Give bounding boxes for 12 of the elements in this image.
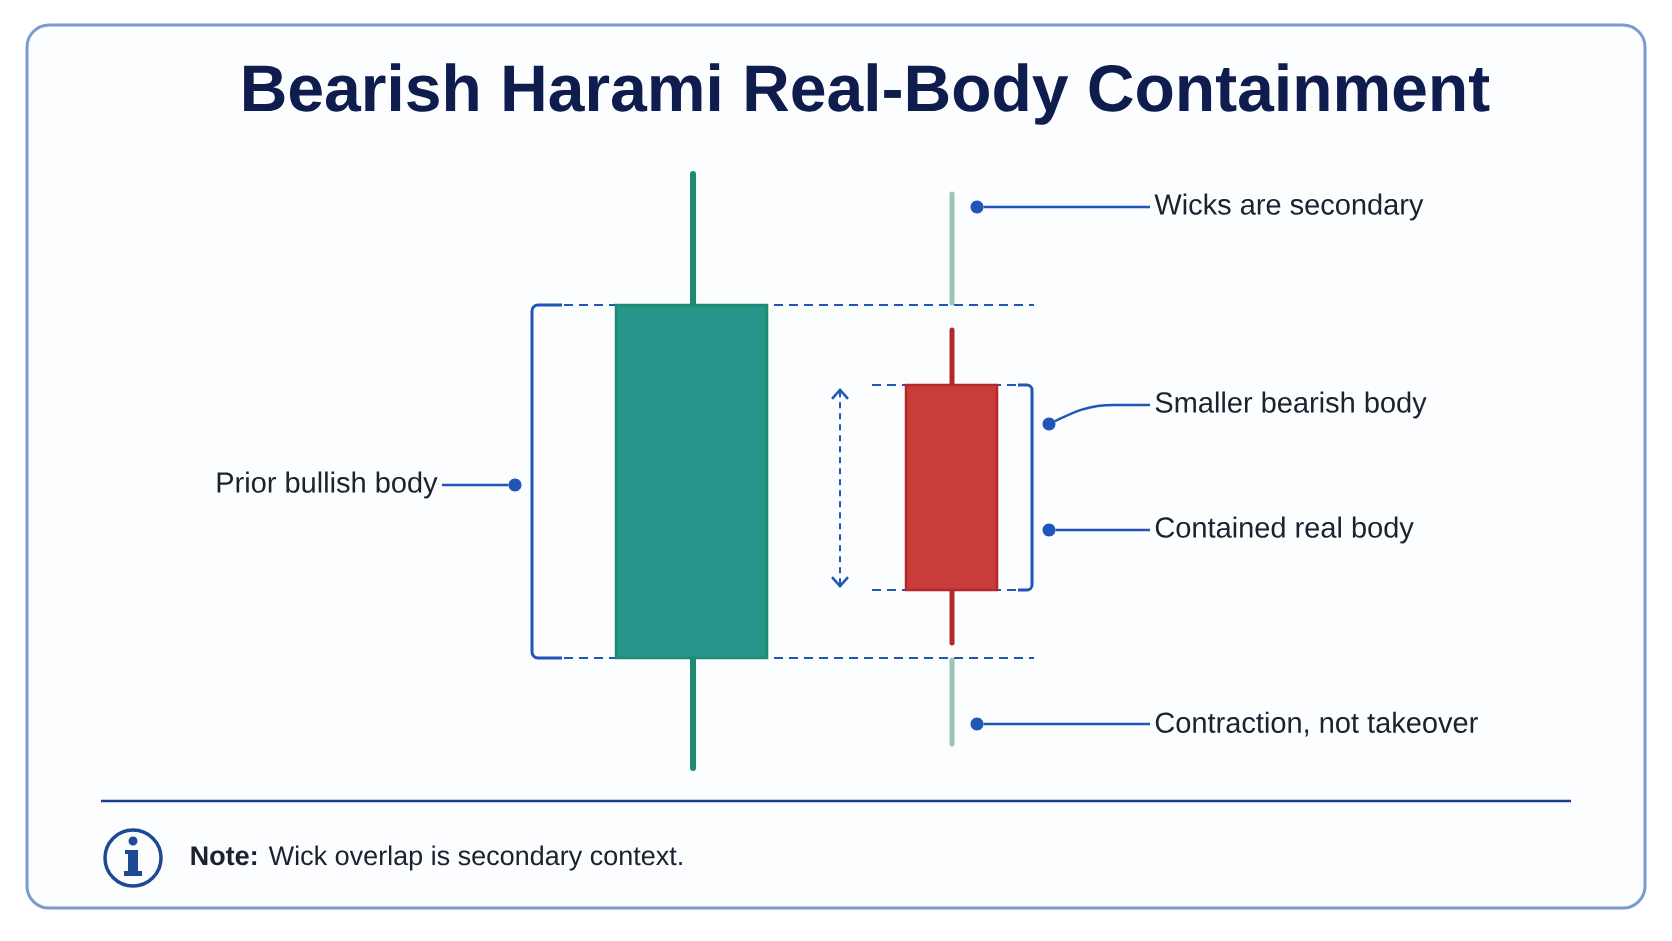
leader-line — [983, 722, 1150, 726]
callout-text: Smaller bearish body — [1155, 391, 1427, 419]
callout-text: Contraction, not takeover — [1155, 711, 1478, 737]
note-text: Note: Wick overlap is secondary context. — [191, 845, 682, 871]
leader-line — [442, 483, 509, 487]
leader-line — [1055, 528, 1150, 532]
leader-line — [1054, 403, 1150, 423]
leader-line — [983, 205, 1150, 209]
callout-text: Contained real body — [1155, 516, 1414, 544]
title: Bearish Harami Real-Body Containment — [244, 63, 1490, 125]
callout-text: Prior bullish body — [217, 471, 438, 499]
callout-text: Wicks are secondary — [1154, 193, 1424, 221]
